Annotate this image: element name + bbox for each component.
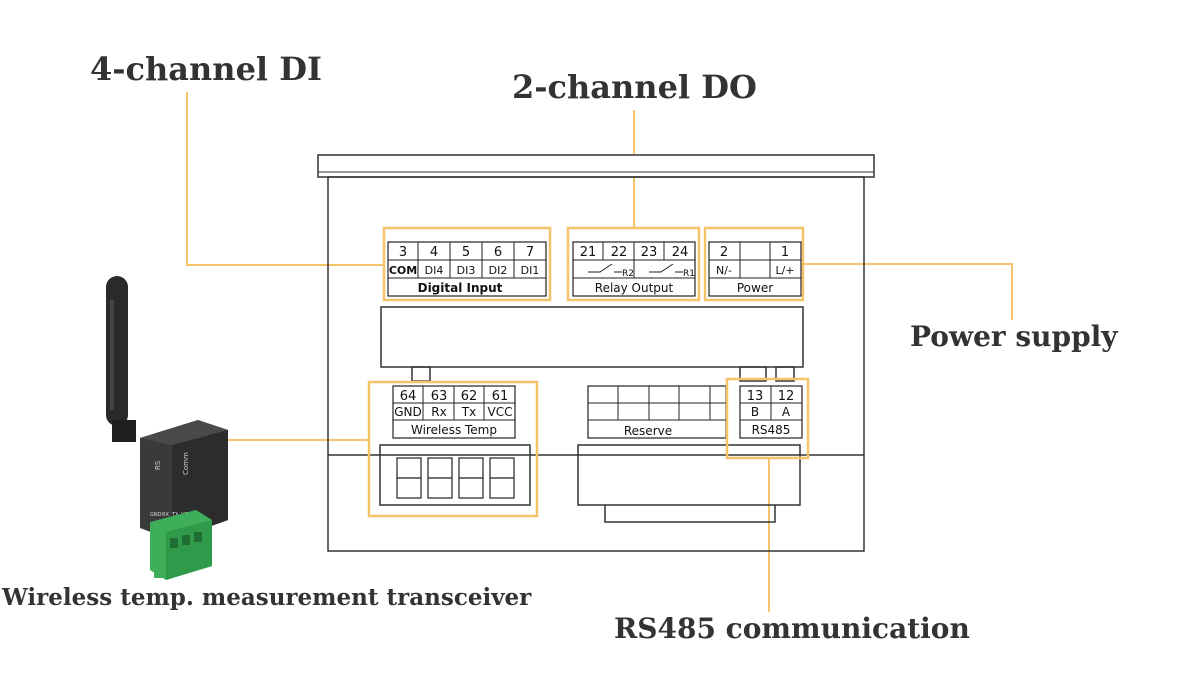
middle-connector-bar [380,306,804,368]
wireless-plug-sockets [396,457,515,499]
device-housing [317,154,875,552]
wireless-terminal-number: 64 [400,389,417,404]
relay-terminal-number: 21 [580,245,597,260]
rs485-terminal-label: A [782,405,791,419]
di-terminal-block: 3 4 5 6 7 COM DI4 DI3 DI2 DI1 Digital In… [387,241,547,297]
relay-terminal-number: 23 [641,245,658,260]
wireless-terminal-number: 62 [461,389,478,404]
wireless-terminal-label: GND [394,405,422,419]
leader-line-di [186,92,384,266]
callout-2-channel-do: 2-channel DO [512,68,757,106]
transceiver-side-label: Comm [182,452,190,475]
di-block-title: Digital Input [418,281,503,295]
wireless-terminal-label: Tx [461,405,476,419]
di-terminal-number: 7 [526,245,534,260]
antenna-icon [106,276,128,426]
di-terminal-number: 4 [430,245,438,260]
di-terminal-label: DI4 [425,264,444,277]
relay-terminal-block: 21 22 23 24 R2 R1 Relay Output [572,241,696,297]
wireless-terminal-number: 61 [492,389,509,404]
green-terminal-plug [150,510,212,580]
relay-contact-symbol [649,263,683,273]
lower-right-plug [577,444,801,506]
callout-power-supply: Power supply [910,320,1118,353]
highlight-boxes [367,226,810,518]
wireless-block-title: Wireless Temp [411,423,497,437]
wireless-transceiver: RS Comm GND RX TX VCC [106,276,228,580]
power-terminal-number: 1 [781,245,789,260]
relay-terminal-number: 22 [611,245,628,260]
device-body [327,176,865,552]
callout-rs485-communication: RS485 communication [614,612,970,645]
rs485-terminal-number: 13 [747,389,764,404]
front-bezel [317,154,875,178]
rs485-terminal-block: 13 12 B A RS485 [739,385,803,439]
wireless-terminal-label: VCC [488,405,513,419]
di-terminal-number: 6 [494,245,502,260]
highlight-do [566,226,701,302]
rs485-terminal-number: 12 [778,389,795,404]
wireless-plug-housing [379,444,531,506]
reserve-terminal-block: Reserve [587,385,727,439]
leader-line-power [803,263,1013,320]
di-terminal-number: 5 [462,245,470,260]
rs485-block-title: RS485 [752,423,791,437]
highlight-rs485 [725,377,810,460]
di-terminal-label: COM [389,264,417,277]
transceiver-side-label: RS [154,460,162,470]
highlight-di [382,226,552,302]
di-terminal-label: DI3 [457,264,476,277]
rs485-terminal-label: B [751,405,759,419]
wireless-terminal-number: 63 [431,389,448,404]
transceiver-pin-label: TX [171,512,179,518]
wireless-terminal-block: 64 63 62 61 GND Rx Tx VCC Wireless Temp [392,385,516,439]
power-block-title: Power [737,281,773,295]
relay-label: R2 [622,269,634,279]
transceiver-pin-label: GND [150,512,162,518]
reserve-block-title: Reserve [624,424,672,438]
highlight-wireless [367,380,539,518]
callout-wireless-transceiver: Wireless temp. measurement transceiver [2,584,532,611]
transceiver-pin-label: RX [162,512,169,518]
callout-4-channel-di: 4-channel DI [90,50,322,88]
di-terminal-label: DI2 [489,264,508,277]
relay-terminal-number: 24 [672,245,689,260]
relay-block-title: Relay Output [595,281,674,295]
power-terminal-number: 2 [720,245,728,260]
power-terminal-label: L/+ [775,264,794,277]
relay-label: R1 [683,269,695,279]
di-terminal-label: DI1 [521,264,540,277]
relay-contact-symbol [588,263,622,273]
highlight-power [703,226,805,302]
di-terminal-number: 3 [399,245,407,260]
wireless-terminal-label: Rx [431,405,446,419]
power-terminal-block: 2 1 N/- L/+ Power [708,241,802,297]
power-terminal-label: N/- [716,264,732,277]
